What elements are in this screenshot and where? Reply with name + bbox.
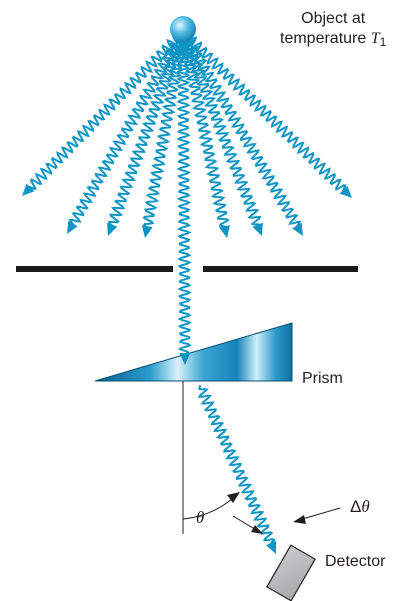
delta-theta-arrowhead-left	[251, 525, 263, 534]
radiation-ray-8-arrowhead	[339, 185, 352, 198]
radiation-ray-6	[180, 31, 262, 228]
radiation-ray-5	[178, 31, 230, 229]
radiation-ray-4-arrowhead	[141, 225, 153, 238]
prism	[94, 322, 293, 382]
radiation-ray-3-arrowhead	[107, 222, 118, 236]
delta-theta-arrow-right	[298, 507, 341, 521]
radiation-ray-8	[182, 31, 347, 193]
theta-arc	[182, 497, 234, 520]
theta-label: θ	[196, 508, 205, 527]
radiation-ray-5-arrowhead	[219, 225, 230, 238]
radiation-ray-2-arrowhead	[67, 220, 78, 234]
detector-label: Detector	[325, 553, 386, 570]
source-object	[170, 16, 196, 42]
radiation-ray-7	[181, 31, 302, 229]
object-label-line1: Object at	[301, 10, 366, 27]
temperature-T: T	[370, 30, 380, 47]
refracted-ray-to-detector	[197, 385, 276, 547]
radiation-ray-6-arrowhead	[252, 222, 263, 236]
object-label-line2: temperature T1	[280, 29, 386, 52]
radiation-ray-1	[27, 31, 184, 190]
temperature-symbol: T1	[370, 30, 387, 49]
central-ray-to-prism	[175, 31, 192, 356]
delta-theta-symbol: θ	[361, 497, 370, 516]
radiation-ray-1-arrowhead	[22, 183, 35, 196]
radiation-ray-4	[142, 31, 189, 230]
central-ray-to-prism-arrowhead	[179, 353, 191, 365]
delta-theta-arrowhead-right	[293, 515, 306, 524]
temperature-subscript: 1	[379, 35, 387, 49]
detector	[266, 544, 316, 601]
theta-arc-arrowhead	[227, 492, 240, 503]
object-label: Object at temperature T1	[280, 9, 386, 52]
radiation-ray-7-arrowhead	[292, 222, 303, 236]
slit-barrier-right	[203, 266, 358, 272]
radiation-ray-2	[68, 31, 186, 227]
delta-symbol: Δ	[350, 497, 362, 516]
slit-barrier-left	[16, 266, 173, 272]
temperature-text: temperature	[280, 30, 367, 47]
radiation-ray-3	[107, 31, 188, 228]
delta-theta-label: Δθ	[350, 497, 370, 517]
refracted-ray-to-detector-arrowhead	[266, 540, 277, 554]
radiation-waves	[22, 31, 352, 554]
prism-label: Prism	[302, 370, 343, 387]
